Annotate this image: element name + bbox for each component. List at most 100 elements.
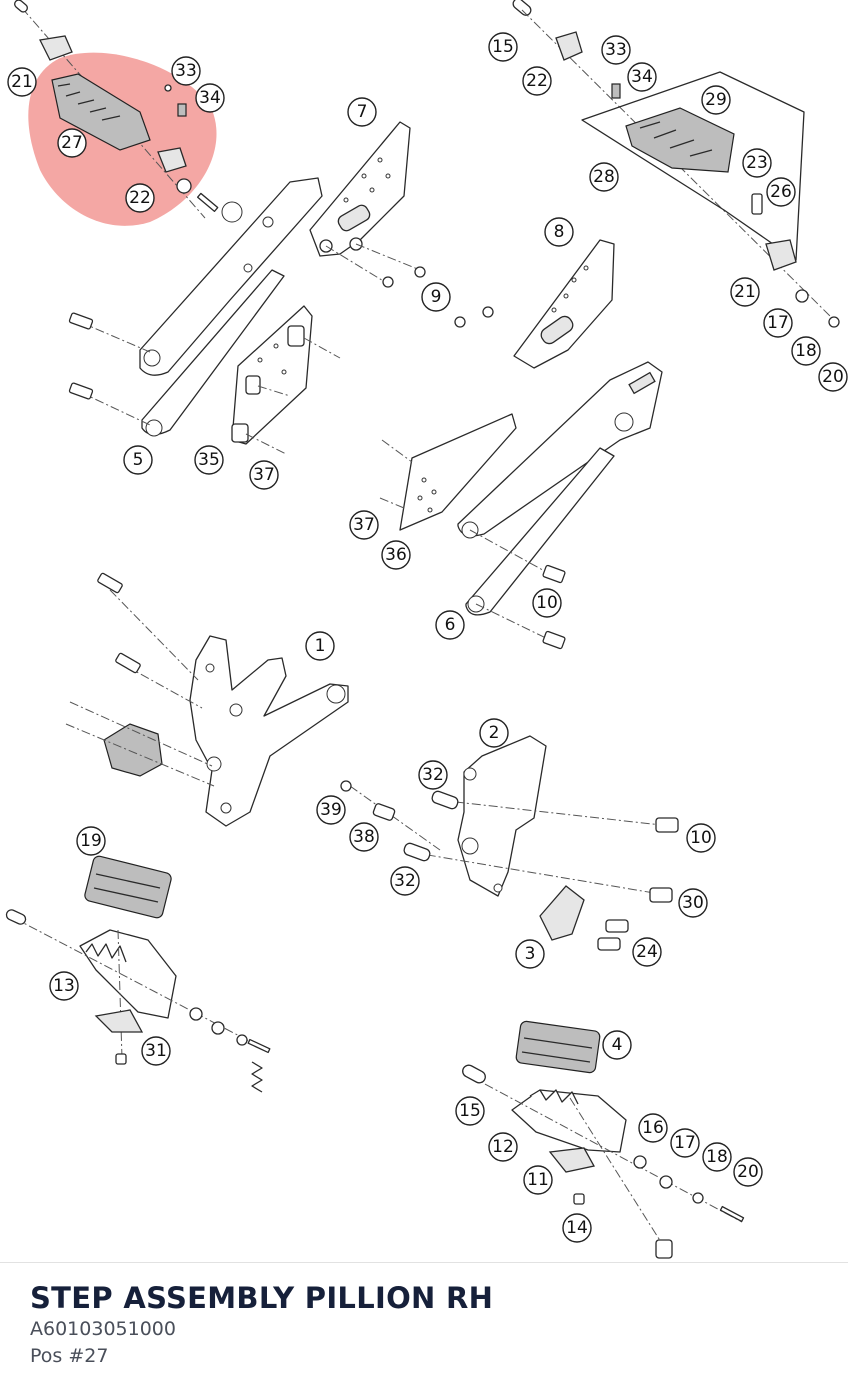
svg-text:32: 32 xyxy=(422,765,444,785)
svg-text:29: 29 xyxy=(705,90,727,110)
svg-text:13: 13 xyxy=(53,976,75,996)
callout-3[interactable]: 3 xyxy=(515,939,545,969)
svg-text:6: 6 xyxy=(445,615,456,635)
callout-18[interactable]: 18 xyxy=(702,1142,732,1172)
callout-32[interactable]: 32 xyxy=(418,760,448,790)
callout-9[interactable]: 9 xyxy=(421,282,451,312)
svg-text:20: 20 xyxy=(737,1162,759,1182)
callout-10[interactable]: 10 xyxy=(532,588,562,618)
callout-14[interactable]: 14 xyxy=(562,1213,592,1243)
callout-7[interactable]: 7 xyxy=(347,97,377,127)
svg-text:18: 18 xyxy=(706,1147,728,1167)
svg-text:30: 30 xyxy=(682,893,704,913)
callout-29[interactable]: 29 xyxy=(701,85,731,115)
callout-33[interactable]: 33 xyxy=(171,56,201,86)
callout-8[interactable]: 8 xyxy=(544,217,574,247)
svg-text:21: 21 xyxy=(11,72,33,92)
callout-11[interactable]: 11 xyxy=(523,1165,553,1195)
heel-guard-8-drawing xyxy=(454,239,615,369)
callout-27[interactable]: 27 xyxy=(57,128,87,158)
footrest-27-drawing xyxy=(14,0,219,219)
svg-text:7: 7 xyxy=(357,102,368,122)
callout-33[interactable]: 33 xyxy=(601,35,631,65)
bracket-6-drawing xyxy=(457,361,663,650)
svg-text:8: 8 xyxy=(554,222,565,242)
svg-text:37: 37 xyxy=(253,465,275,485)
callout-23[interactable]: 23 xyxy=(742,148,772,178)
svg-text:33: 33 xyxy=(175,61,197,81)
svg-text:39: 39 xyxy=(320,800,342,820)
callout-1[interactable]: 1 xyxy=(305,631,335,661)
svg-text:22: 22 xyxy=(526,71,548,91)
svg-text:19: 19 xyxy=(80,831,102,851)
callout-39[interactable]: 39 xyxy=(316,795,346,825)
callout-30[interactable]: 30 xyxy=(678,888,708,918)
svg-text:26: 26 xyxy=(770,182,792,202)
callout-5[interactable]: 5 xyxy=(123,445,153,475)
svg-text:5: 5 xyxy=(133,450,144,470)
svg-text:31: 31 xyxy=(145,1041,167,1061)
footrest-top-right-drawing xyxy=(512,0,840,328)
callout-22[interactable]: 22 xyxy=(522,66,552,96)
callout-18[interactable]: 18 xyxy=(791,336,821,366)
part-info-footer: STEP ASSEMBLY PILLION RH A60103051000 Po… xyxy=(0,1262,848,1391)
svg-text:33: 33 xyxy=(605,40,627,60)
svg-text:10: 10 xyxy=(690,828,712,848)
callout-26[interactable]: 26 xyxy=(766,177,796,207)
callout-24[interactable]: 24 xyxy=(632,937,662,967)
svg-text:11: 11 xyxy=(527,1170,549,1190)
bracket-1-drawing xyxy=(65,572,349,827)
callout-34[interactable]: 34 xyxy=(627,62,657,92)
svg-text:35: 35 xyxy=(198,450,220,470)
callout-28[interactable]: 28 xyxy=(589,162,619,192)
svg-text:32: 32 xyxy=(394,871,416,891)
svg-text:37: 37 xyxy=(353,515,375,535)
callout-15[interactable]: 15 xyxy=(455,1096,485,1126)
svg-text:16: 16 xyxy=(642,1118,664,1138)
callout-34[interactable]: 34 xyxy=(195,83,225,113)
part-name-title: STEP ASSEMBLY PILLION RH xyxy=(30,1281,494,1315)
svg-text:18: 18 xyxy=(795,341,817,361)
callout-17[interactable]: 17 xyxy=(763,308,793,338)
part-number: A60103051000 xyxy=(30,1318,176,1340)
svg-text:15: 15 xyxy=(492,37,514,57)
svg-text:27: 27 xyxy=(61,133,83,153)
callout-15[interactable]: 15 xyxy=(488,32,518,62)
callout-31[interactable]: 31 xyxy=(141,1036,171,1066)
callout-21[interactable]: 21 xyxy=(730,277,760,307)
svg-text:15: 15 xyxy=(459,1101,481,1121)
callout-2[interactable]: 2 xyxy=(479,718,509,748)
plate-36-drawing xyxy=(379,413,517,531)
callout-20[interactable]: 20 xyxy=(818,362,848,392)
svg-text:9: 9 xyxy=(431,287,442,307)
footrest-13-drawing xyxy=(5,855,271,1093)
callout-19[interactable]: 19 xyxy=(76,826,106,856)
callout-10[interactable]: 10 xyxy=(686,823,716,853)
callout-21[interactable]: 21 xyxy=(7,67,37,97)
svg-text:20: 20 xyxy=(822,367,844,387)
svg-text:34: 34 xyxy=(199,88,221,108)
callout-6[interactable]: 6 xyxy=(435,610,465,640)
callout-12[interactable]: 12 xyxy=(488,1132,518,1162)
callout-36[interactable]: 36 xyxy=(381,540,411,570)
callout-37[interactable]: 37 xyxy=(349,510,379,540)
callout-20[interactable]: 20 xyxy=(733,1157,763,1187)
callout-35[interactable]: 35 xyxy=(194,445,224,475)
callout-32[interactable]: 32 xyxy=(390,866,420,896)
svg-text:10: 10 xyxy=(536,593,558,613)
heel-guard-7-drawing xyxy=(309,121,426,288)
svg-text:3: 3 xyxy=(525,944,536,964)
callout-17[interactable]: 17 xyxy=(670,1128,700,1158)
svg-text:14: 14 xyxy=(566,1218,588,1238)
svg-text:23: 23 xyxy=(746,153,768,173)
callout-22[interactable]: 22 xyxy=(125,183,155,213)
svg-text:21: 21 xyxy=(734,282,756,302)
callout-37[interactable]: 37 xyxy=(249,460,279,490)
callout-38[interactable]: 38 xyxy=(349,822,379,852)
callout-13[interactable]: 13 xyxy=(49,971,79,1001)
svg-text:4: 4 xyxy=(612,1035,623,1055)
svg-text:28: 28 xyxy=(593,167,615,187)
svg-text:2: 2 xyxy=(489,723,500,743)
callout-16[interactable]: 16 xyxy=(638,1113,668,1143)
callout-4[interactable]: 4 xyxy=(602,1030,632,1060)
